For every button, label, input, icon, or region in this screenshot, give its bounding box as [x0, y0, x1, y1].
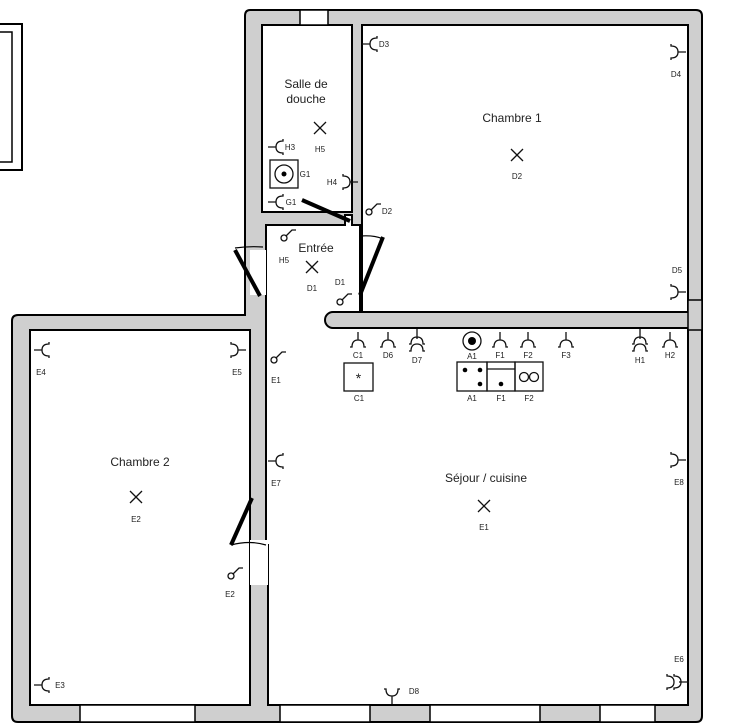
hood-box-icon — [343, 362, 374, 392]
label-a1-socket: A1 — [467, 352, 477, 361]
label-h4: H4 — [327, 178, 338, 187]
label-f2-socket: F2 — [523, 351, 533, 360]
label-e3: E3 — [55, 681, 65, 690]
hood-box-symbol: * — [356, 370, 362, 386]
label-d8: D8 — [409, 687, 420, 696]
label-h3: H3 — [285, 143, 296, 152]
label-e1-switch: E1 — [271, 376, 281, 385]
label-d6: D6 — [383, 351, 394, 360]
label-d3: D3 — [379, 40, 390, 49]
label-e2-switch: E2 — [225, 590, 235, 599]
room-chambre-1 — [361, 24, 689, 313]
label-h5-switch: H5 — [279, 256, 290, 265]
label-g1-socket: G1 — [286, 198, 297, 207]
label-f1-socket: F1 — [495, 351, 505, 360]
label-e5: E5 — [232, 368, 242, 377]
label-e4: E4 — [36, 368, 46, 377]
room-chambre-2 — [29, 329, 251, 706]
label-h2: H2 — [665, 351, 676, 360]
room-salle-de-douche — [261, 24, 353, 213]
label-d7: D7 — [412, 356, 423, 365]
label-d2-switch: D2 — [382, 207, 393, 216]
label-e6: E6 — [674, 655, 684, 664]
label-d4: D4 — [671, 70, 682, 79]
label-d1-light: D1 — [307, 284, 318, 293]
label-d5: D5 — [672, 266, 683, 275]
label-f3: F3 — [561, 351, 571, 360]
room-label-salle-de-douche-2: douche — [286, 92, 326, 106]
room-label-salle-de-douche-1: Salle de — [284, 77, 328, 91]
windows — [79, 9, 703, 723]
label-e7: E7 — [271, 479, 281, 488]
label-h5-light: H5 — [315, 145, 326, 154]
label-d2-light: D2 — [512, 172, 523, 181]
room-label-sejour: Séjour / cuisine — [445, 471, 527, 485]
room-label-chambre-2: Chambre 2 — [110, 455, 170, 469]
label-f2-box: F2 — [524, 394, 534, 403]
label-c1-box: C1 — [354, 394, 365, 403]
water-heater-icon — [269, 159, 299, 189]
doors — [229, 198, 385, 585]
label-e1-light: E1 — [479, 523, 489, 532]
label-e8: E8 — [674, 478, 684, 487]
label-e2-light: E2 — [131, 515, 141, 524]
room-label-chambre-1: Chambre 1 — [482, 111, 542, 125]
washing-machine-icon — [514, 361, 544, 392]
label-a1-box: A1 — [467, 394, 477, 403]
room-sejour-entree — [265, 214, 689, 706]
cooker-outlet-icon — [462, 331, 482, 351]
label-f1-box: F1 — [496, 394, 506, 403]
label-c1-socket: C1 — [353, 351, 364, 360]
room-label-entree: Entrée — [298, 241, 334, 255]
label-g1-heater: G1 — [300, 170, 311, 179]
label-d1-switch: D1 — [335, 278, 346, 287]
label-h1: H1 — [635, 356, 646, 365]
external-frame — [0, 23, 23, 171]
